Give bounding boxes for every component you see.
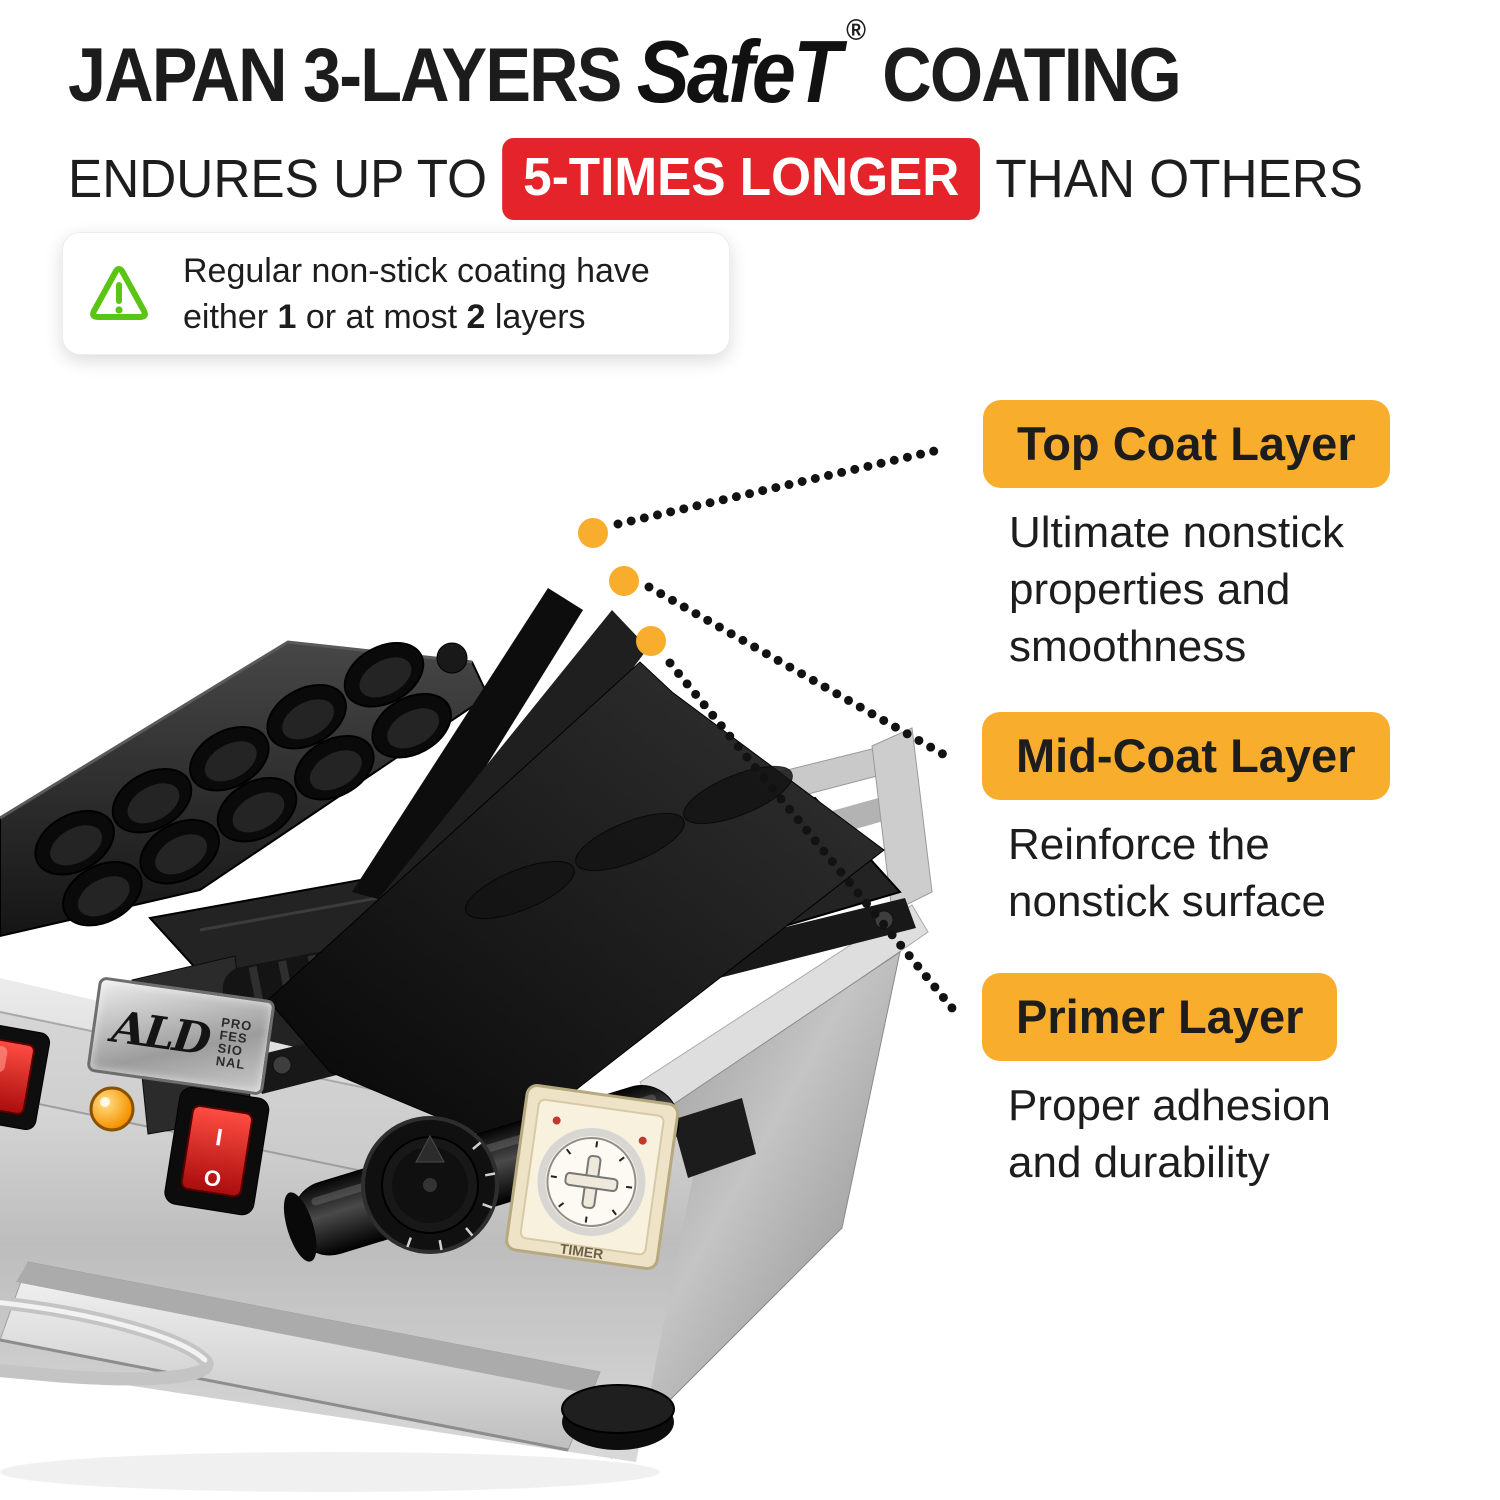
callout-desc-mid-coat: Reinforce the nonstick surface <box>1008 820 1326 926</box>
subtitle: ENDURES UP TO 5-TIMES LONGER THAN OTHERS <box>68 138 1363 220</box>
layer-dot-top <box>578 518 608 548</box>
indicator-lamp <box>89 1086 135 1132</box>
rocker-switch[interactable]: I O <box>163 1086 270 1217</box>
warning-card: Regular non-stick coating have either 1 … <box>62 232 730 355</box>
callout-desc-top-coat: Ultimate nonstick properties and smoothn… <box>1009 508 1345 671</box>
callout-desc-primer: Proper adhesion and durability <box>1008 1081 1331 1187</box>
title-suffix: COATING <box>882 32 1182 118</box>
brand-sub-label: PRO FES SIO NAL <box>214 1014 254 1073</box>
callout-label-top-coat: Top Coat Layer <box>983 400 1390 488</box>
callout-top-coat: Top Coat Layer Ultimate nonstick propert… <box>983 400 1390 675</box>
subtitle-prefix: ENDURES UP TO <box>68 149 488 209</box>
timer[interactable]: TIMER <box>505 1084 680 1270</box>
warning-text: Regular non-stick coating have either 1 … <box>183 251 650 336</box>
registered-trademark-icon: ® <box>846 14 867 47</box>
timer-label: TIMER <box>559 1240 604 1262</box>
coating-sheet-1 <box>352 588 583 905</box>
switch-off-label: O <box>202 1165 223 1192</box>
thermostat-knob[interactable] <box>361 1116 499 1254</box>
warning-triangle-icon <box>90 265 148 320</box>
subtitle-highlight-badge: 5-TIMES LONGER <box>502 138 981 220</box>
floor-shadow <box>0 1452 660 1492</box>
waffle-maker-product-photo: I O <box>0 588 933 1492</box>
switch-on-label: I <box>214 1124 225 1152</box>
brand-word: SafeT <box>636 22 842 121</box>
drip-tray[interactable] <box>0 1261 601 1452</box>
page-title: JAPAN 3-LAYERS SafeT ® COATING <box>68 14 1182 121</box>
upper-lid-plate <box>0 640 490 938</box>
callout-primer: Primer Layer Proper adhesion and durabil… <box>982 973 1338 1191</box>
brand-logo: ALD <box>108 1001 213 1066</box>
warning-line1: Regular non-stick coating have <box>183 251 650 290</box>
power-switch-left[interactable] <box>0 1021 51 1131</box>
subtitle-suffix: THAN OTHERS <box>995 149 1364 209</box>
callout-mid-coat: Mid-Coat Layer Reinforce the nonstick su… <box>982 712 1390 930</box>
mold-grid <box>34 642 452 927</box>
title-prefix: JAPAN 3-LAYERS <box>68 32 622 118</box>
rubber-foot <box>561 1384 675 1450</box>
callout-label-mid-coat: Mid-Coat Layer <box>982 712 1390 800</box>
leader-line-top-coat <box>613 444 948 529</box>
callout-label-primer: Primer Layer <box>982 973 1338 1061</box>
